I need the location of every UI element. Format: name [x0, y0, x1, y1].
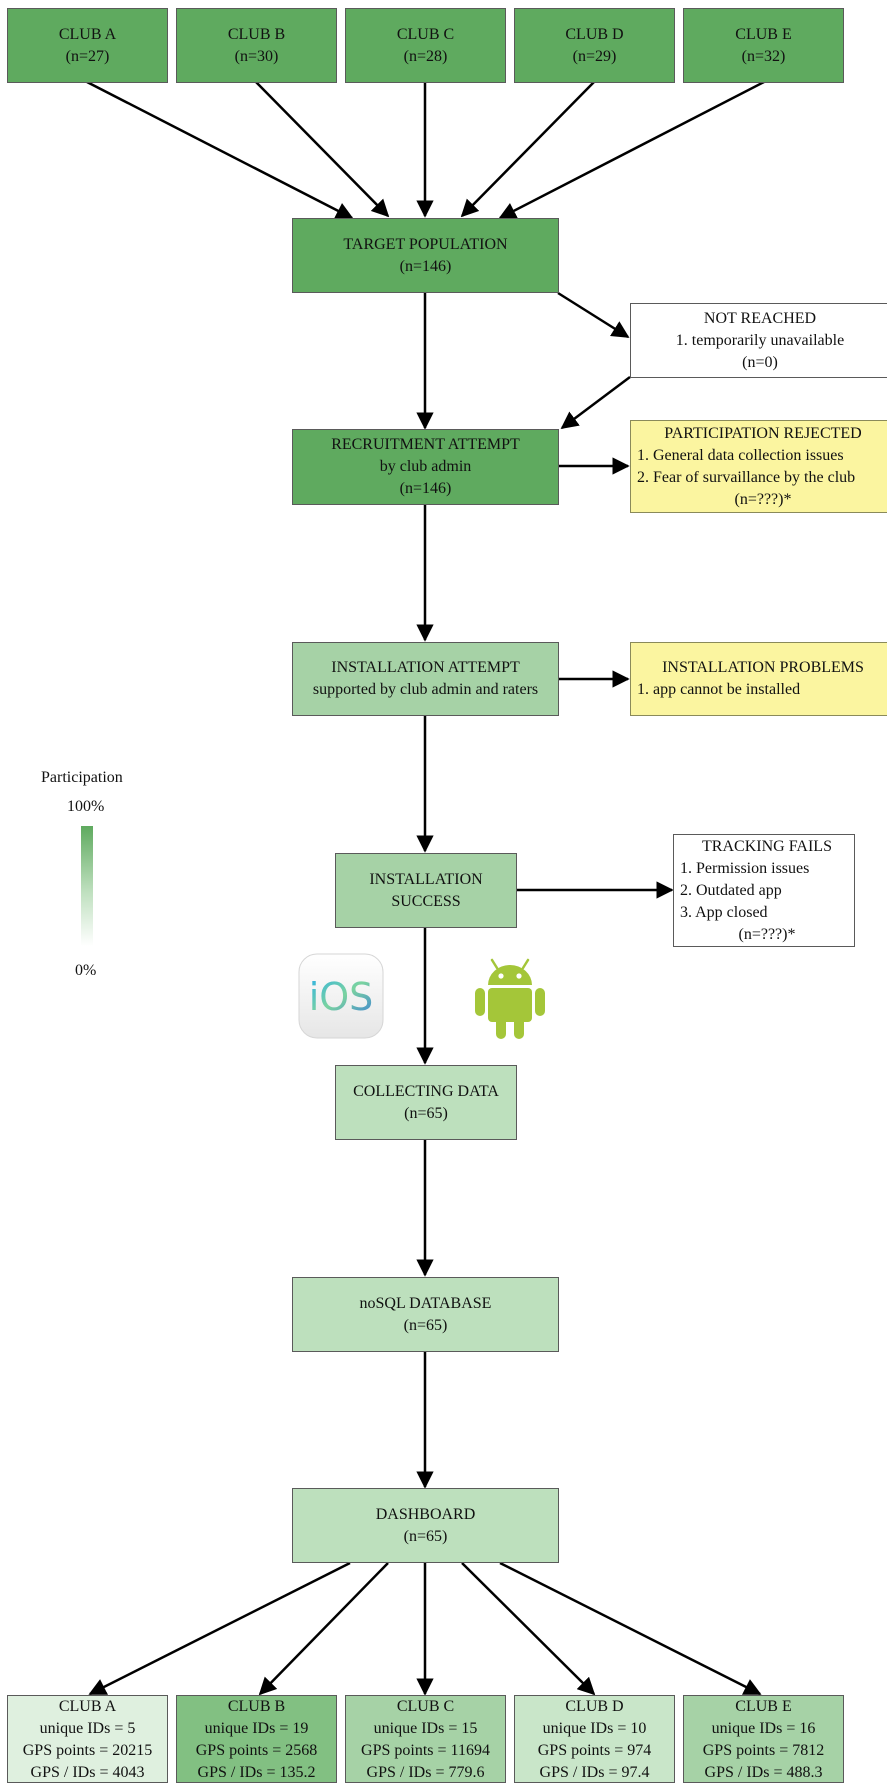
recruitment-attempt-box: RECRUITMENT ATTEMPT by club admin (n=146…	[292, 429, 559, 505]
club-e-source: CLUB E (n=32)	[683, 8, 844, 83]
not-reached-item-1: 1. temporarily unavailable	[675, 331, 845, 349]
club-c-unique-ids: unique IDs = 15	[373, 1720, 478, 1737]
not-reached-title: NOT REACHED	[703, 309, 817, 327]
arrow-club-e-to-target	[498, 80, 765, 220]
installation-success-box: INSTALLATION SUCCESS	[335, 853, 517, 928]
club-d-result-name: CLUB D	[565, 1698, 624, 1715]
installation-problems-title: INSTALLATION PROBLEMS	[662, 659, 864, 676]
recruitment-attempt-subtitle: by club admin	[379, 458, 472, 475]
club-d-gps-per-id: GPS / IDs = 97.4	[539, 1764, 650, 1781]
installation-attempt-box: INSTALLATION ATTEMPT supported by club a…	[292, 642, 559, 716]
arrow-target-to-not-reached	[557, 291, 630, 339]
participation-rejected-item-1: 1. General data collection issues	[637, 446, 844, 464]
club-b-result: CLUB B unique IDs = 19 GPS points = 2568…	[176, 1695, 337, 1783]
tracking-fails-item-1: 1. Permission issues	[680, 859, 810, 877]
installation-success-line-2: SUCCESS	[391, 892, 461, 910]
legend-min-label: 0%	[75, 962, 97, 979]
club-d-name: CLUB D	[565, 25, 624, 43]
target-population-box: TARGET POPULATION (n=146)	[292, 218, 559, 293]
club-e-unique-ids: unique IDs = 16	[711, 1720, 816, 1737]
club-c-gps-points: GPS points = 11694	[361, 1742, 490, 1759]
club-d-result: CLUB D unique IDs = 10 GPS points = 974 …	[514, 1695, 675, 1783]
club-a-result: CLUB A unique IDs = 5 GPS points = 20215…	[7, 1695, 168, 1783]
legend-max-label: 100%	[67, 798, 105, 815]
arrow-club-b-to-target	[255, 81, 390, 218]
target-population-title: TARGET POPULATION	[343, 235, 508, 253]
tracking-fails-item-2: 2. Outdated app	[680, 881, 782, 899]
participation-rejected-count: (n=???)*	[734, 490, 792, 508]
arrow-club-a-to-target	[86, 80, 354, 220]
dashboard-box: DASHBOARD (n=65)	[292, 1488, 559, 1563]
club-d-unique-ids: unique IDs = 10	[542, 1720, 647, 1737]
club-b-gps-per-id: GPS / IDs = 135.2	[197, 1764, 316, 1781]
club-a-gps-per-id: GPS / IDs = 4043	[30, 1764, 145, 1781]
installation-success-line-1: INSTALLATION	[369, 870, 483, 888]
recruitment-attempt-count: (n=146)	[399, 480, 452, 497]
tracking-fails-box: TRACKING FAILS 1. Permission issues 2. O…	[673, 834, 855, 947]
arrow-dashboard-to-club-b	[258, 1562, 389, 1696]
recruitment-attempt-title: RECRUITMENT ATTEMPT	[331, 436, 520, 453]
nosql-database-title: noSQL DATABASE	[359, 1294, 492, 1312]
ios-logo-icon: iOS	[298, 953, 384, 1039]
installation-problems-box: INSTALLATION PROBLEMS 1. app cannot be i…	[630, 642, 887, 716]
collecting-data-box: COLLECTING DATA (n=65)	[335, 1065, 517, 1140]
club-e-result-name: CLUB E	[735, 1698, 792, 1715]
club-b-name: CLUB B	[227, 25, 286, 43]
club-e-gps-per-id: GPS / IDs = 488.3	[704, 1764, 823, 1781]
club-c-result: CLUB C unique IDs = 15 GPS points = 1169…	[345, 1695, 506, 1783]
tracking-fails-count: (n=???)*	[738, 925, 796, 943]
ios-logo-text: iOS	[309, 975, 374, 1019]
participation-rejected-box: PARTICIPATION REJECTED 1. General data c…	[630, 420, 887, 513]
android-robot-icon	[470, 951, 550, 1041]
participation-rejected-title: PARTICIPATION REJECTED	[664, 424, 862, 442]
participation-rejected-item-2: 2. Fear of survaillance by the club	[637, 468, 856, 486]
arrow-club-d-to-target	[460, 81, 595, 218]
installation-attempt-subtitle: supported by club admin and raters	[312, 681, 539, 698]
participation-gradient-scale	[81, 826, 93, 946]
club-b-source: CLUB B (n=30)	[176, 8, 337, 83]
tracking-fails-item-3: 3. App closed	[680, 903, 768, 921]
club-a-unique-ids: unique IDs = 5	[39, 1720, 136, 1737]
nosql-database-box: noSQL DATABASE (n=65)	[292, 1277, 559, 1352]
club-c-source: CLUB C (n=28)	[345, 8, 506, 83]
installation-attempt-title: INSTALLATION ATTEMPT	[331, 659, 520, 676]
club-a-count: (n=27)	[65, 47, 110, 65]
club-c-count: (n=28)	[403, 47, 448, 65]
club-a-name: CLUB A	[58, 25, 117, 43]
club-e-gps-points: GPS points = 7812	[702, 1742, 825, 1759]
club-d-gps-points: GPS points = 974	[537, 1742, 652, 1759]
dashboard-count: (n=65)	[403, 1527, 448, 1545]
club-b-gps-points: GPS points = 2568	[195, 1742, 318, 1759]
club-e-name: CLUB E	[735, 25, 792, 43]
arrow-dashboard-to-club-e	[499, 1561, 762, 1696]
arrow-dashboard-to-club-a	[88, 1561, 351, 1696]
not-reached-box: NOT REACHED 1. temporarily unavailable (…	[630, 303, 887, 378]
club-b-result-name: CLUB B	[227, 1698, 286, 1715]
legend-title: Participation	[41, 769, 123, 786]
collecting-data-count: (n=65)	[404, 1104, 448, 1122]
target-population-count: (n=146)	[399, 257, 452, 275]
club-a-source: CLUB A (n=27)	[7, 8, 168, 83]
arrow-not-reached-to-recruitment	[560, 376, 631, 430]
club-c-gps-per-id: GPS / IDs = 779.6	[366, 1764, 485, 1781]
club-a-result-name: CLUB A	[58, 1698, 117, 1715]
nosql-database-count: (n=65)	[403, 1316, 448, 1334]
club-c-name: CLUB C	[396, 25, 455, 43]
club-e-count: (n=32)	[741, 47, 786, 65]
tracking-fails-title: TRACKING FAILS	[702, 837, 832, 855]
club-e-result: CLUB E unique IDs = 16 GPS points = 7812…	[683, 1695, 844, 1783]
club-d-count: (n=29)	[572, 47, 617, 65]
installation-problems-item-1: 1. app cannot be installed	[637, 681, 801, 698]
arrow-dashboard-to-club-d	[461, 1562, 596, 1696]
collecting-data-title: COLLECTING DATA	[353, 1082, 499, 1100]
club-d-source: CLUB D (n=29)	[514, 8, 675, 83]
not-reached-count: (n=0)	[742, 353, 778, 371]
club-c-result-name: CLUB C	[396, 1698, 455, 1715]
dashboard-title: DASHBOARD	[375, 1505, 476, 1523]
club-b-unique-ids: unique IDs = 19	[204, 1720, 309, 1737]
club-b-count: (n=30)	[234, 47, 279, 65]
club-a-gps-points: GPS points = 20215	[22, 1742, 153, 1759]
